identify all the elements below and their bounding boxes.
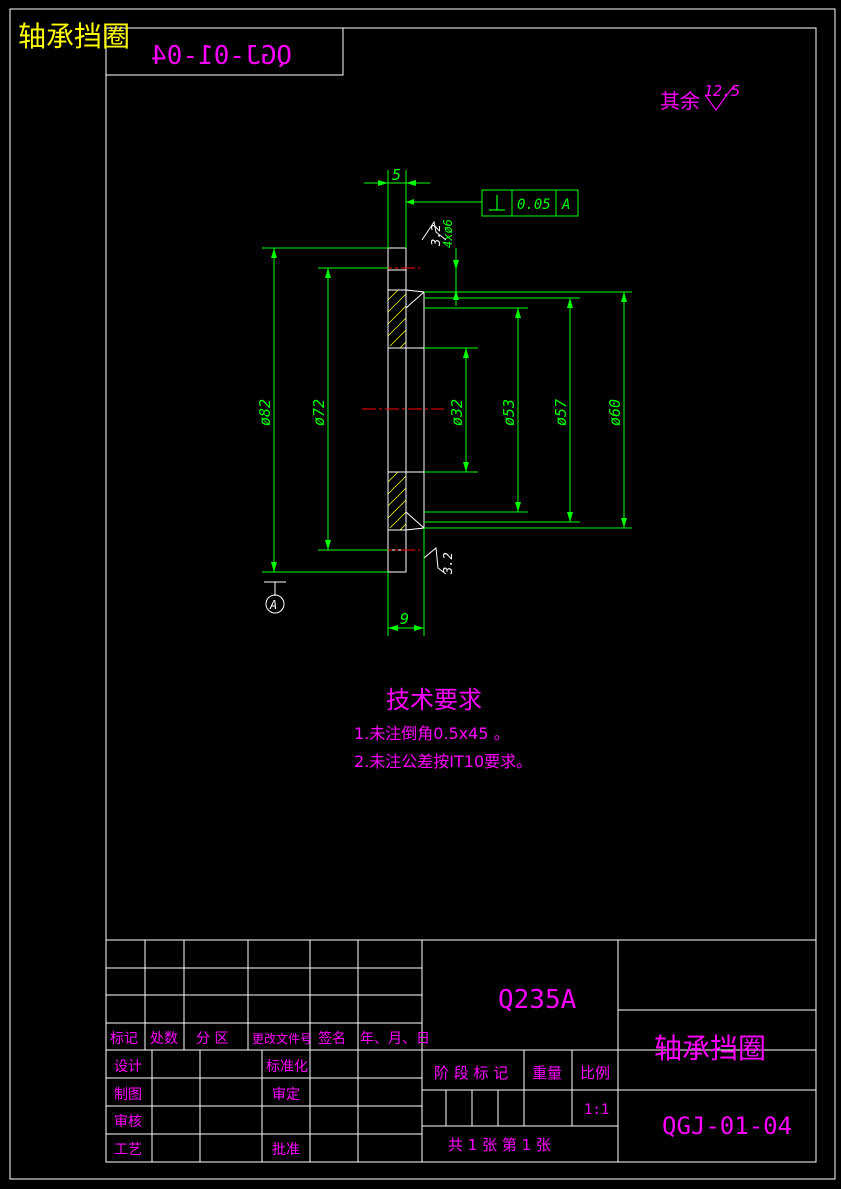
tech-req-item-1: 1.未注倒角0.5x45 。 xyxy=(354,724,510,743)
tolerance-datum: A xyxy=(561,197,570,213)
dim-d32: ø32 xyxy=(448,399,466,426)
drawing-frame xyxy=(9,8,836,1180)
sign-design: 设计 xyxy=(114,1059,142,1075)
title-block-texts: Q235A 轴承挡圈 QGJ-01-04 标记 处数 分 区 更改文件号 签名 … xyxy=(110,985,792,1158)
tech-requirements: 技术要求 1.未注倒角0.5x45 。 2.未注公差按IT10要求。 xyxy=(354,686,532,771)
mirrored-drawing-code: QGJ-01-04 xyxy=(151,41,292,71)
roughness-note-prefix: 其余 xyxy=(660,89,700,113)
dim-d72: ø72 xyxy=(310,399,328,426)
tolerance-value: 0.05 xyxy=(517,197,551,213)
rev-header-count: 处数 xyxy=(150,1031,178,1047)
scale-value: 1:1 xyxy=(584,1102,609,1118)
sign-drafting: 制图 xyxy=(114,1087,142,1103)
roughness-value-bottom: 3.2 xyxy=(441,552,455,575)
material: Q235A xyxy=(498,985,577,1015)
drawing-number: QGJ-01-04 xyxy=(662,1112,792,1140)
dim-d60: ø60 xyxy=(606,399,624,426)
dimension-arrows xyxy=(271,180,627,631)
part-section xyxy=(387,247,425,573)
sign-process: 工艺 xyxy=(114,1142,142,1158)
title-block xyxy=(106,939,816,1162)
tech-req-item-2: 2.未注公差按IT10要求。 xyxy=(354,752,532,771)
datum-symbol: A xyxy=(264,581,286,614)
part-roughness-symbols: 3.2 3.2 xyxy=(421,220,455,575)
dim-d57: ø57 xyxy=(552,399,570,426)
dim-holes: 4xø6 xyxy=(441,219,455,248)
dim-width-bottom: 9 xyxy=(400,610,409,628)
tech-req-title: 技术要求 xyxy=(386,686,482,714)
roughness-symbol xyxy=(705,85,735,112)
part-name: 轴承挡圈 xyxy=(654,1032,766,1065)
sign-standard: 标准化 xyxy=(266,1059,308,1075)
rev-header-mark: 标记 xyxy=(110,1031,138,1047)
rev-header-zone: 分 区 xyxy=(196,1031,228,1047)
roughness-symbol-top xyxy=(421,220,447,241)
roughness-value-top: 3.2 xyxy=(429,224,443,247)
tolerance-frame: 0.05 A xyxy=(481,189,579,217)
stage-label: 阶 段 标 记 xyxy=(434,1064,508,1082)
rev-header-date: 年、月、日 xyxy=(360,1031,430,1047)
roughness-symbol-bottom xyxy=(423,547,447,575)
datum-label: A xyxy=(269,598,277,612)
section-hatching xyxy=(387,289,407,531)
scale-label: 比例 xyxy=(580,1064,610,1082)
top-title: 轴承挡圈 xyxy=(18,20,130,53)
weight-label: 重量 xyxy=(532,1064,562,1082)
rev-header-file: 更改文件号 xyxy=(252,1031,312,1046)
rev-header-sign: 签名 xyxy=(318,1030,346,1047)
roughness-note: 其余 12.5 xyxy=(660,82,740,113)
sign-review: 审核 xyxy=(114,1114,142,1130)
sign-approve-review: 审定 xyxy=(272,1087,300,1103)
dim-d53: ø53 xyxy=(500,399,518,426)
roughness-note-value: 12.5 xyxy=(704,82,740,100)
sign-approve: 批准 xyxy=(272,1142,300,1158)
sheet-info: 共 1 张 第 1 张 xyxy=(448,1136,551,1154)
dimension-texts: 5 9 ø82 ø72 ø32 ø53 ø57 ø60 4xø6 xyxy=(256,166,624,628)
dim-d82: ø82 xyxy=(256,399,274,426)
dim-width-top: 5 xyxy=(392,166,401,184)
